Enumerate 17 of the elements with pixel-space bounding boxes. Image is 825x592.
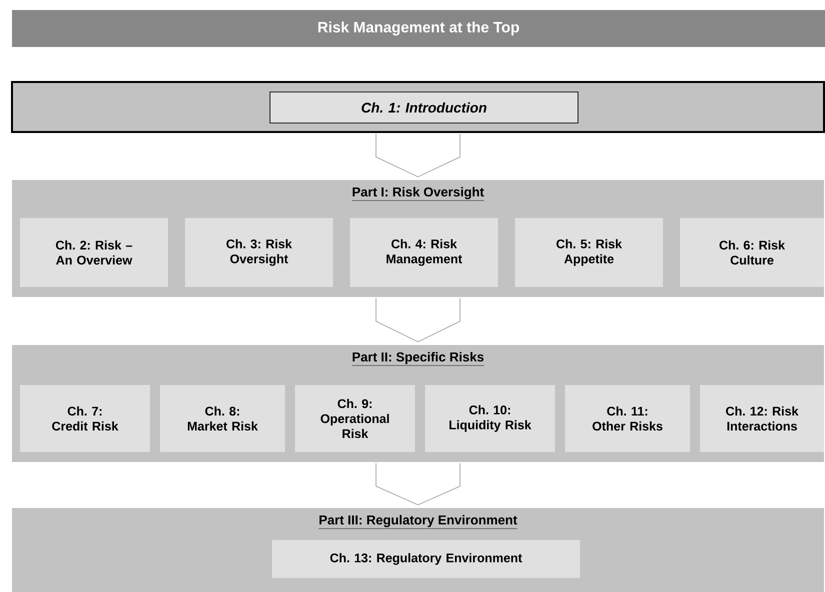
title-bar: Risk Management at the Top: [12, 10, 825, 47]
chevron-arrow: [376, 462, 460, 506]
chapter-box: Ch. 12: Risk Interactions: [700, 385, 824, 452]
chapter-box: Ch. 8: Market Risk: [160, 385, 285, 452]
chapter-box: Ch. 7: Credit Risk: [20, 385, 150, 452]
chapter-box: Ch. 5: Risk Appetite: [515, 218, 663, 287]
chapter-box: Ch. 10: Liquidity Risk: [425, 385, 555, 452]
chapter-box: Ch. 2: Risk – An Overview: [20, 218, 168, 287]
chapter-box: Ch. 4: Risk Management: [350, 218, 498, 287]
chapter-box: Ch. 11: Other Risks: [565, 385, 690, 452]
chevron-arrow: [376, 134, 460, 178]
chapter-box: Ch. 6: Risk Culture: [680, 218, 824, 287]
chapter-box: Ch. 13: Regulatory Environment: [272, 540, 580, 578]
chapter-box: Ch. 9: Operational Risk: [295, 385, 415, 452]
chapter-box: Ch. 1: Introduction: [270, 92, 578, 124]
chevron-arrow: [376, 298, 460, 342]
chapter-box: Ch. 3: Risk Oversight: [185, 218, 333, 287]
